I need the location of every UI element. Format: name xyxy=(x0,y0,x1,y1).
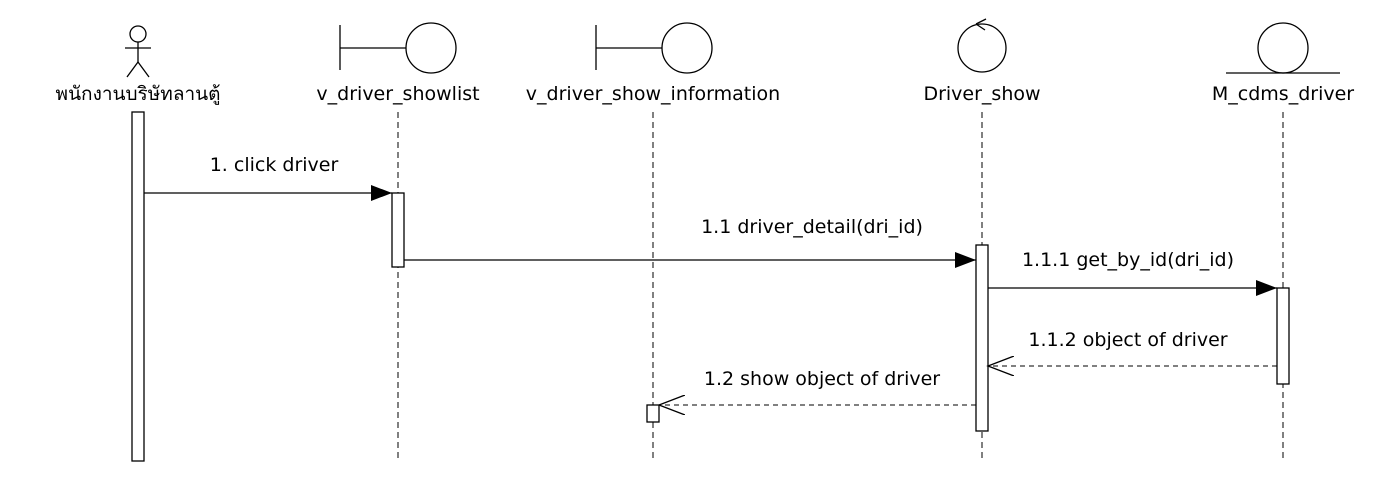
activation-bar-controller xyxy=(975,244,989,432)
entity-icon xyxy=(1226,22,1340,74)
activation-bar-showinfo xyxy=(646,404,660,423)
activation-bar-actor xyxy=(131,111,145,462)
boundary-icon-showlist xyxy=(339,22,457,74)
participant-label-actor: พนักงานบริษัทลานตู้ xyxy=(56,83,221,105)
participant-label-model: M_cdms_driver xyxy=(1212,83,1354,105)
boundary-icon-showinfo xyxy=(595,22,713,74)
message-label-1-1: 1.1 driver_detail(dri_id) xyxy=(701,216,923,238)
activation-bar-showlist xyxy=(391,192,405,268)
participant-label-showlist: v_driver_showlist xyxy=(316,83,479,105)
participant-label-controller: Driver_show xyxy=(923,83,1040,105)
actor-icon xyxy=(125,25,151,78)
message-label-1: 1. click driver xyxy=(210,154,339,176)
activation-bar-model xyxy=(1276,287,1290,385)
participant-label-showinfo: v_driver_show_information xyxy=(526,83,780,105)
message-label-1-1-1: 1.1.1 get_by_id(dri_id) xyxy=(1022,249,1234,271)
message-label-1-1-2: 1.1.2 object of driver xyxy=(1028,329,1227,351)
message-label-1-2: 1.2 show object of driver xyxy=(704,368,940,390)
control-icon xyxy=(957,18,1007,73)
